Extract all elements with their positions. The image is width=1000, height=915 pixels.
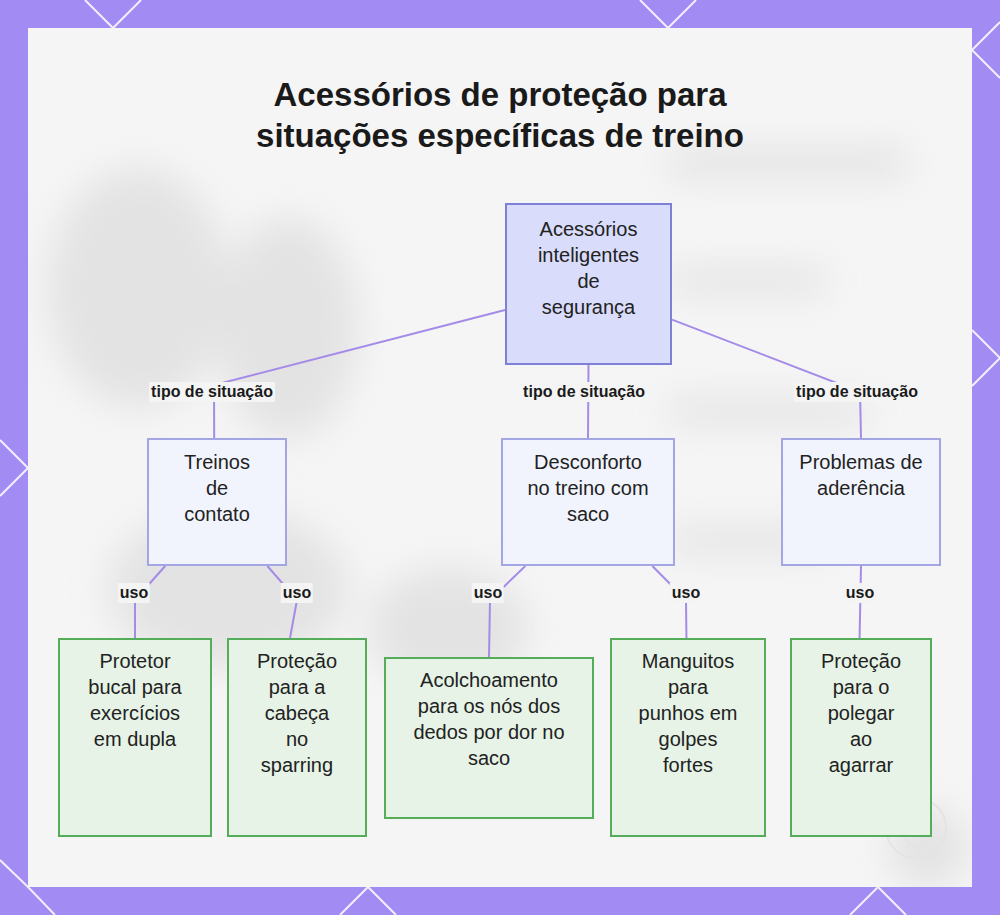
node-text: Protetor bucal para exercícios em dupla xyxy=(80,648,190,752)
node-text: Manguitos para punhos em golpes fortes xyxy=(636,648,740,778)
node-text: Acolchoamento para os nós dos dedos por … xyxy=(404,667,574,771)
node-text: Problemas de aderência xyxy=(799,449,923,501)
edge-label: uso xyxy=(118,583,150,603)
process-box: Acessórios inteligentes de segurança xyxy=(505,203,672,365)
connector-line xyxy=(214,310,505,438)
node-text: Treinos de contato xyxy=(171,449,263,527)
edge-label: uso xyxy=(670,583,702,603)
process-box: Proteção para o polegar ao agarrar xyxy=(790,638,932,837)
process-box: Problemas de aderência xyxy=(781,438,941,566)
diagram-title: Acessórios de proteção para situações es… xyxy=(230,74,770,156)
connector-line xyxy=(672,320,861,438)
edge-label: uso xyxy=(281,583,313,603)
node-text: Proteção para o polegar ao agarrar xyxy=(818,648,904,778)
process-box: Acolchoamento para os nós dos dedos por … xyxy=(384,657,594,819)
connector-line xyxy=(489,566,525,657)
edge-label: tipo de situação xyxy=(149,382,275,402)
process-box: Treinos de contato xyxy=(147,438,287,566)
edge-label: uso xyxy=(472,583,504,603)
process-box: Desconforto no treino com saco xyxy=(501,438,675,566)
edge-label: tipo de situação xyxy=(794,382,920,402)
edge-label: uso xyxy=(844,583,876,603)
process-box: Manguitos para punhos em golpes fortes xyxy=(610,638,766,837)
edge-label: tipo de situação xyxy=(521,382,647,402)
process-box: Protetor bucal para exercícios em dupla xyxy=(58,638,212,837)
node-text: Desconforto no treino com saco xyxy=(521,449,655,527)
node-text: Proteção para a cabeça no sparring xyxy=(251,648,343,778)
process-box: Proteção para a cabeça no sparring xyxy=(227,638,367,837)
node-text: Acessórios inteligentes de segurança xyxy=(533,216,644,320)
